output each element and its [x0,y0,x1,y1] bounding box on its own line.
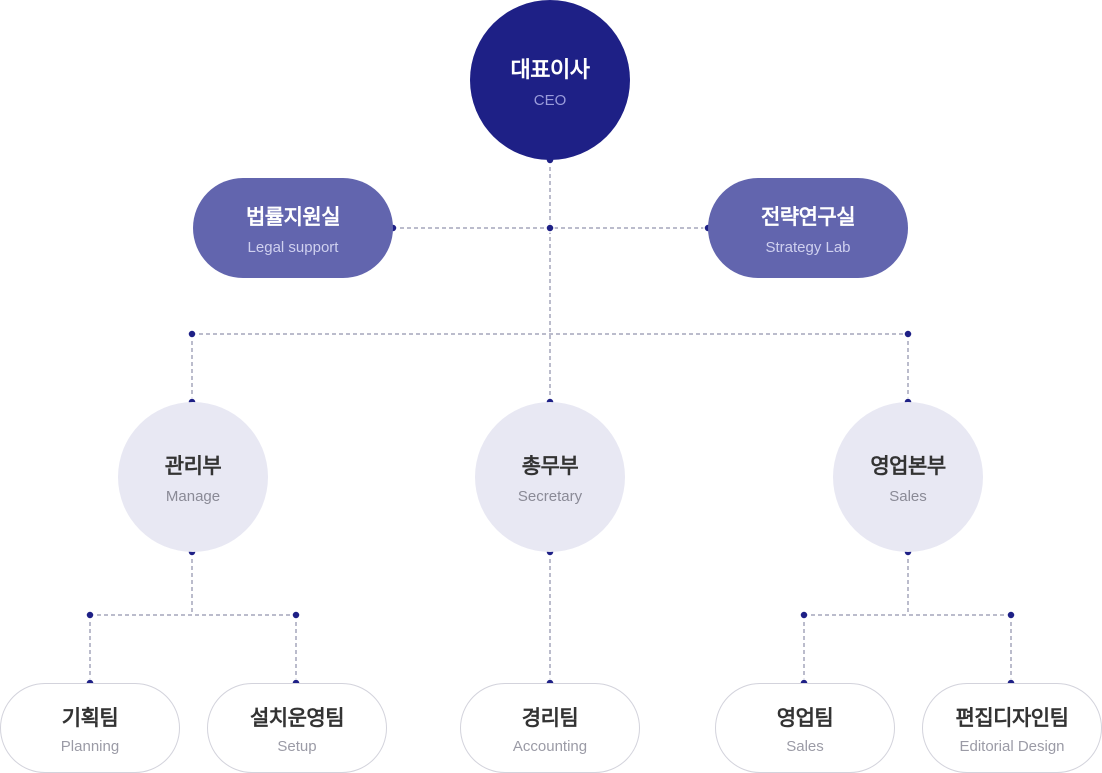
editorial-design-team-node: 편집디자인팀 Editorial Design [922,683,1102,773]
secretary-dept-subtitle: Secretary [517,487,583,505]
editorial-design-team-title: 편집디자인팀 [955,706,1069,730]
secretary-dept-node: 총무부 Secretary [475,402,625,552]
connector-dot [903,329,913,339]
planning-team-node: 기획팀 Planning [0,683,180,773]
ceo-title: 대표이사 [510,56,590,82]
planning-team-title: 기획팀 [61,706,119,730]
strategy-lab-title: 전략연구실 [760,205,856,229]
legal-support-subtitle: Legal support [247,238,339,256]
legal-support-title: 법률지원실 [245,205,341,229]
sales-team-subtitle: Sales [786,737,824,755]
ceo-subtitle: CEO [533,91,567,109]
connector-dot [291,610,301,620]
planning-team-subtitle: Planning [60,737,120,755]
manage-dept-subtitle: Manage [165,487,221,505]
connector-dot [1006,610,1016,620]
ceo-node: 대표이사 CEO [470,0,630,160]
accounting-team-node: 경리팀 Accounting [460,683,640,773]
manage-dept-node: 관리부 Manage [118,402,268,552]
sales-dept-subtitle: Sales [889,487,927,505]
setup-team-node: 설치운영팀 Setup [207,683,387,773]
secretary-dept-title: 총무부 [521,454,579,478]
sales-dept-title: 영업본부 [870,454,946,478]
connector-dot [85,610,95,620]
strategy-lab-node: 전략연구실 Strategy Lab [708,178,908,278]
editorial-design-team-subtitle: Editorial Design [959,737,1065,755]
connector-dot [799,610,809,620]
sales-dept-node: 영업본부 Sales [833,402,983,552]
strategy-lab-subtitle: Strategy Lab [765,238,851,256]
connector-dot [545,223,555,233]
setup-team-title: 설치운영팀 [249,706,345,730]
accounting-team-title: 경리팀 [521,706,579,730]
sales-team-title: 영업팀 [776,706,834,730]
connector-dot [187,329,197,339]
accounting-team-subtitle: Accounting [512,737,588,755]
sales-team-node: 영업팀 Sales [715,683,895,773]
manage-dept-title: 관리부 [164,454,222,478]
setup-team-subtitle: Setup [277,737,317,755]
legal-support-node: 법률지원실 Legal support [193,178,393,278]
